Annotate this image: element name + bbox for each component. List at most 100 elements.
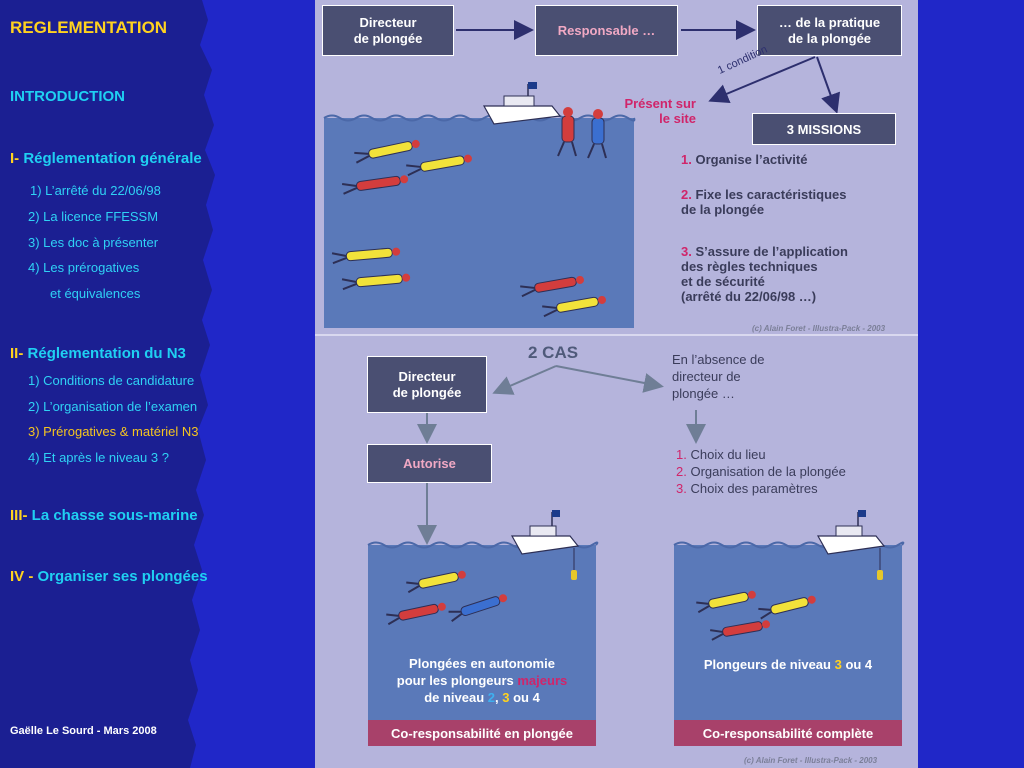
autonomie-line3a: de niveau (424, 690, 488, 705)
deux-cas-label: 2 CAS (528, 343, 579, 362)
absence-line1: En l’absence de (672, 352, 765, 367)
mission-2-number: 2. (681, 187, 692, 202)
choix-2-number: 2. (676, 464, 687, 479)
choix-3-text: Choix des paramètres (690, 481, 818, 496)
sidebar-footer: Gaëlle Le Sourd - Mars 2008 (10, 725, 157, 737)
pratique-line1: … de la pratique (778, 14, 881, 30)
mission-1-text: Organise l’activité (695, 152, 808, 167)
right-edge-strip (918, 0, 1024, 768)
nav-section-3[interactable]: III- La chasse sous-marine (10, 507, 198, 524)
mission-1-number: 1. (681, 152, 692, 167)
choix-1-number: 1. (676, 447, 687, 462)
autonomie-ou-4: ou 4 (509, 690, 540, 705)
pratique-line2: de la plongée (787, 30, 872, 46)
absence-line3: plongée … (672, 386, 735, 401)
nav-item-arrete[interactable]: 1) L’arrêté du 22/06/98 (30, 183, 161, 198)
diver-5 (341, 273, 411, 291)
nav-item-apres-niveau3[interactable]: 4) Et après le niveau 3 ? (28, 450, 169, 465)
mission-1: 1. Organise l’activité (681, 152, 807, 167)
arrow-to-condition (708, 56, 816, 104)
mission-2-line2: de la plongée (681, 202, 765, 217)
section-3-title: La chasse sous-marine (31, 507, 198, 524)
box-directeur-plongee-top: Directeur de plongée (322, 5, 454, 56)
top-water-waves (323, 114, 636, 122)
present-line2: le site (659, 111, 696, 126)
nav-item-licence[interactable]: 2) La licence FFESSM (28, 209, 159, 224)
diver-standing-2 (587, 109, 607, 159)
section-2-title: Réglementation du N3 (27, 345, 186, 362)
present-label: Présent sur le site (603, 96, 696, 126)
bottom-right-boat (816, 510, 886, 580)
choix-1-text: Choix du lieu (690, 447, 766, 462)
nav-item-organisation-examen[interactable]: 2) L’organisation de l’examen (28, 399, 198, 414)
section-3-number: III- (10, 507, 28, 524)
co-responsabilite-plongee: Co-responsabilité en plongée (368, 720, 596, 746)
mission-3-line3: et de sécurité (681, 274, 765, 289)
mission-3-number: 3. (681, 244, 692, 259)
dp-top-line2: de plongée (353, 30, 423, 46)
section-4-number: IV - (10, 568, 34, 585)
diver-6 (520, 275, 584, 298)
choix-3-number: 3. (676, 481, 687, 496)
mission-2-line1: Fixe les caractéristiques (695, 187, 847, 202)
present-line1: Présent sur (624, 96, 696, 111)
section-1-title: Réglementation générale (23, 150, 202, 167)
niveau-text: Plongeurs de niveau 3 ou 4 (674, 656, 902, 673)
nav-item-equivalences[interactable]: et équivalences (50, 286, 141, 301)
box-directeur-plongee-bottom: Directeur de plongée (367, 356, 487, 413)
mission-3-line4: (arrêté du 22/06/98 …) (681, 289, 817, 304)
boat-flag (528, 82, 537, 89)
section-2-number: II- (10, 345, 24, 362)
autonomie-level-2: 2 (487, 690, 495, 705)
bottom-right-divers (696, 590, 816, 641)
nav-section-2[interactable]: II- Réglementation du N3 (10, 345, 186, 362)
mission-3-line1: S’assure de l’application (695, 244, 848, 259)
sidebar-title: REGLEMENTATION (10, 18, 168, 37)
nav-introduction[interactable]: INTRODUCTION (10, 88, 125, 105)
choix-list: 1. Choix du lieu 2. Organisation de la p… (676, 446, 846, 497)
dp-top-line1: Directeur (359, 14, 417, 30)
nav-section-4[interactable]: IV - Organiser ses plongées (10, 568, 208, 585)
boat-cabin (503, 95, 535, 107)
box-autorise: Autorise (367, 444, 492, 483)
dp-bottom-line2: de plongée (392, 384, 462, 400)
autonomie-majeurs: majeurs (517, 673, 568, 688)
co-responsabilite-complete: Co-responsabilité complète (674, 720, 902, 746)
autonomie-line1: Plongées en autonomie (409, 656, 555, 671)
bottom-left-boat (510, 510, 580, 580)
box-pratique: … de la pratique de la plongée (757, 5, 902, 56)
bottom-right-water (674, 545, 902, 720)
absence-line2: directeur de (672, 369, 741, 384)
diver-4 (331, 247, 401, 265)
autonomie-level-3: 3 (502, 690, 510, 705)
arrow-cas-right (555, 365, 664, 393)
dp-bottom-line1: Directeur (398, 368, 456, 384)
nav-item-conditions[interactable]: 1) Conditions de candidature (28, 373, 195, 388)
box-3-missions: 3 MISSIONS (752, 113, 896, 145)
bottom-credit: (c) Alain Foret - Illustra-Pack - 2003 (744, 756, 878, 765)
diver-2 (406, 154, 472, 177)
choix-2-text: Organisation de la plongée (690, 464, 846, 479)
autonomie-text: Plongées en autonomie pour les plongeurs… (368, 655, 596, 706)
arrow-to-missions (816, 56, 841, 114)
bottom-left-water (368, 545, 596, 720)
diver-standing-1 (557, 107, 577, 157)
mission-3-line2: des règles techniques (681, 259, 818, 274)
niveau-3: 3 (834, 657, 842, 672)
autonomie-line2a: pour les plongeurs (396, 673, 518, 688)
diver-1 (354, 139, 420, 164)
nav-item-prerogatives-n3-active[interactable]: 3) Prérogatives & matériel N3 (28, 424, 199, 439)
box-responsable: Responsable … (535, 5, 678, 56)
nav-item-documents[interactable]: 3) Les doc à présenter (28, 235, 159, 250)
nav-section-1[interactable]: I- Réglementation générale (10, 150, 202, 167)
diver-7 (542, 295, 606, 318)
sidebar-panel (0, 0, 215, 768)
top-divers (331, 107, 607, 318)
section-1-number: I- (10, 150, 20, 167)
autonomie-sep: , (495, 690, 503, 705)
nav-item-prerogatives[interactable]: 4) Les prérogatives (28, 260, 140, 275)
niveau-a: Plongeurs de niveau (703, 657, 835, 672)
absence-text: En l’absence de directeur de plongée … (672, 351, 765, 402)
